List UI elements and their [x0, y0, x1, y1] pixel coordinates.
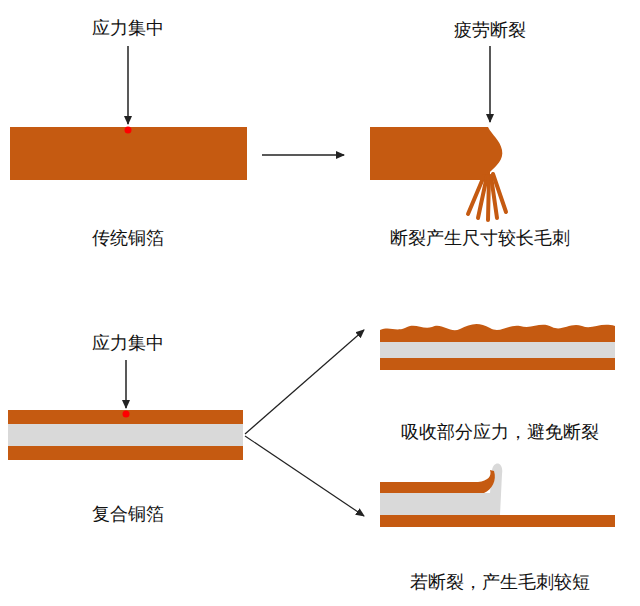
process-arrow [262, 154, 344, 156]
polymer-layer [380, 464, 502, 515]
copper-foil [10, 127, 247, 180]
leader-arrow [125, 360, 127, 408]
branch-arrow [245, 330, 364, 434]
deformed-copper [380, 324, 615, 342]
caption-label: 复合铜箔 [92, 503, 164, 525]
leader-arrow [127, 46, 129, 124]
copper-layer [8, 410, 243, 424]
annotation: 吸收部分应力，避免断裂 [401, 421, 599, 443]
stress-point [125, 127, 132, 134]
copper-layer [380, 358, 615, 370]
annotation: 断裂产生尺寸较长毛刺 [390, 227, 570, 249]
copper-layer [380, 515, 615, 527]
annotation: 应力集中 [92, 17, 164, 39]
annotation: 疲劳断裂 [454, 19, 526, 41]
long-burrs [468, 174, 506, 220]
short-burr-copper [380, 470, 495, 493]
broken-foil [370, 127, 502, 180]
branch-arrow [245, 436, 364, 516]
caption-label: 传统铜箔 [92, 227, 164, 249]
annotation: 应力集中 [92, 332, 164, 354]
copper-layer [8, 446, 243, 460]
stress-point [123, 411, 130, 418]
leader-arrow [489, 46, 491, 122]
annotation: 若断裂，产生毛刺较短 [410, 571, 590, 593]
polymer-layer [8, 424, 243, 446]
